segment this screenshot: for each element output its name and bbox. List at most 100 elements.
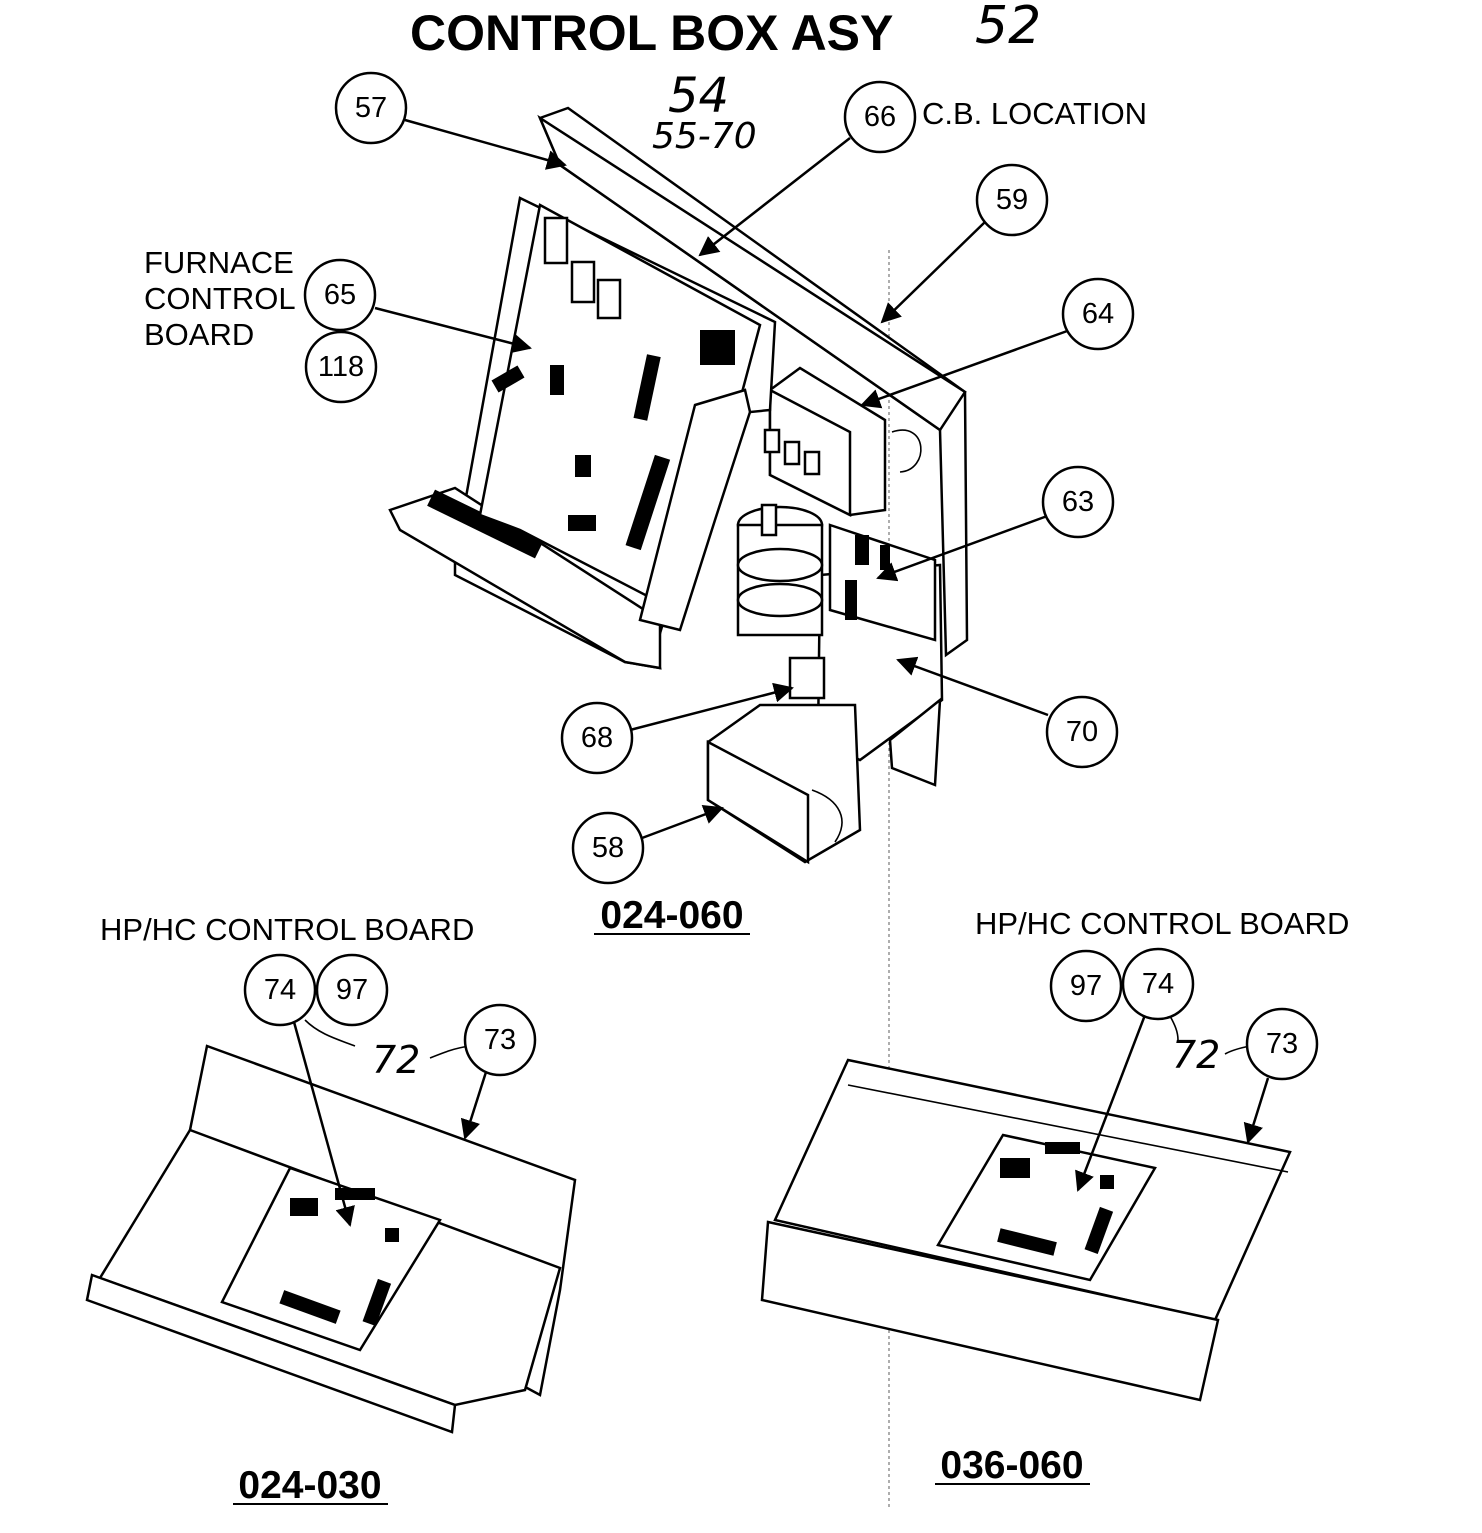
callout-right-74: 74	[1121, 947, 1195, 1021]
leader-63	[876, 513, 1051, 582]
coil-stack-ring-2	[736, 582, 824, 618]
left-hp-hc-board	[220, 1166, 442, 1352]
coil-pin	[760, 503, 778, 537]
callout-left-74: 74	[243, 953, 317, 1027]
board-terminal-strip	[625, 454, 671, 551]
leader-65	[374, 306, 532, 354]
contactor-detail-1	[855, 535, 869, 565]
coil-stack-ring-1	[736, 547, 824, 583]
svg-text:73: 73	[484, 1024, 516, 1056]
base-ledge-labels	[427, 489, 543, 559]
transformer-tab-1	[763, 428, 781, 454]
left-tray-front-lip	[85, 1273, 457, 1434]
board-chip-3	[575, 455, 591, 477]
callout-right-73: 73	[1245, 1007, 1319, 1081]
bracket-tab	[888, 697, 942, 787]
right-tray-front	[760, 1220, 1220, 1402]
svg-text:73: 73	[1266, 1028, 1298, 1060]
lower-bracket-curve	[811, 789, 843, 843]
left-board-terminal	[362, 1278, 392, 1327]
right-board-header	[1045, 1142, 1080, 1154]
callout-70: 70	[1045, 695, 1119, 769]
furnace-label-line3: BOARD	[144, 317, 254, 352]
callout-58: 58	[571, 811, 645, 885]
main-panel-base-ledge	[388, 486, 662, 670]
transformer-tab-3	[803, 450, 821, 476]
left-board-connectors	[279, 1290, 341, 1324]
caption-left: 024-030	[238, 1464, 381, 1507]
leader-left-72b	[429, 1045, 471, 1059]
right-tray-fold	[847, 1084, 1289, 1173]
contactor-detail-2	[880, 545, 890, 570]
svg-text:74: 74	[264, 974, 296, 1006]
right-board-chip	[1100, 1175, 1114, 1189]
callout-left-73: 73	[463, 1003, 537, 1077]
leader-68	[629, 682, 794, 732]
svg-text:59: 59	[996, 184, 1028, 216]
leader-left-73	[460, 1071, 488, 1140]
leader-59	[880, 221, 986, 324]
main-control-box-assembly	[388, 106, 969, 865]
callout-57: 57	[334, 71, 408, 145]
svg-text:74: 74	[1142, 968, 1174, 1000]
svg-text:97: 97	[336, 974, 368, 1006]
board-shield-plate	[638, 388, 752, 632]
contactor-detail-3	[845, 580, 857, 620]
left-board-relay	[290, 1198, 318, 1216]
transformer-tab-2	[783, 440, 801, 466]
leader-58	[641, 804, 724, 840]
cb-location-label: C.B. LOCATION	[922, 96, 1147, 131]
svg-text:97: 97	[1070, 970, 1102, 1002]
leader-right-73	[1243, 1077, 1270, 1144]
handwritten-top-range: 55-70	[652, 116, 757, 157]
left-control-board-tray	[85, 1044, 577, 1434]
board-connector-right	[700, 330, 735, 365]
callout-64: 64	[1061, 277, 1135, 351]
lower-bracket-face	[706, 739, 810, 865]
svg-text:58: 58	[592, 832, 624, 864]
board-relay-2	[570, 260, 596, 304]
handwritten-left-ref: 72	[372, 1038, 420, 1082]
handwritten-right-ref: 72	[1172, 1033, 1220, 1077]
right-board-relay	[1000, 1158, 1030, 1178]
left-board-header	[335, 1188, 375, 1200]
handwritten-title-ref: 52	[975, 0, 1041, 56]
svg-text:57: 57	[355, 92, 387, 124]
board-relay-1	[543, 216, 569, 265]
leader-left-74	[292, 1021, 355, 1227]
board-chip-2	[550, 365, 564, 395]
terminal-block-68	[788, 656, 826, 700]
callout-right-97: 97	[1049, 949, 1123, 1023]
board-chip-1	[491, 365, 525, 393]
board-header-long	[633, 354, 661, 421]
furnace-label-line2: CONTROL	[144, 281, 296, 316]
svg-text:65: 65	[324, 279, 356, 311]
callout-66: 66	[843, 80, 917, 154]
left-board-chip	[385, 1228, 399, 1242]
callout-65: 65	[303, 258, 377, 332]
hp-hc-label-right: HP/HC CONTROL BOARD	[975, 906, 1349, 941]
leader-57	[404, 118, 567, 170]
caption-right: 036-060	[940, 1444, 1083, 1487]
caption-main: 024-060	[600, 894, 743, 937]
svg-text:64: 64	[1082, 298, 1114, 330]
transformer-wire-loop	[891, 429, 922, 473]
svg-text:63: 63	[1062, 486, 1094, 518]
callout-59: 59	[975, 163, 1049, 237]
right-board-connectors	[997, 1228, 1057, 1256]
board-relay-3	[596, 278, 622, 320]
diagram-title: CONTROL BOX ASY	[410, 5, 893, 61]
top-rail	[537, 114, 967, 432]
board-chip-4	[568, 515, 596, 531]
callout-118: 118	[304, 330, 378, 404]
main-callout-leaders	[374, 118, 1071, 840]
furnace-label-line1: FURNACE	[144, 245, 294, 280]
leader-66	[698, 137, 851, 257]
leader-64	[860, 328, 1071, 409]
callout-63: 63	[1041, 465, 1115, 539]
svg-text:118: 118	[318, 351, 364, 383]
leader-right-72a	[1169, 1015, 1179, 1041]
callout-68: 68	[560, 701, 634, 775]
handwritten-top-ref: 54	[668, 68, 729, 124]
